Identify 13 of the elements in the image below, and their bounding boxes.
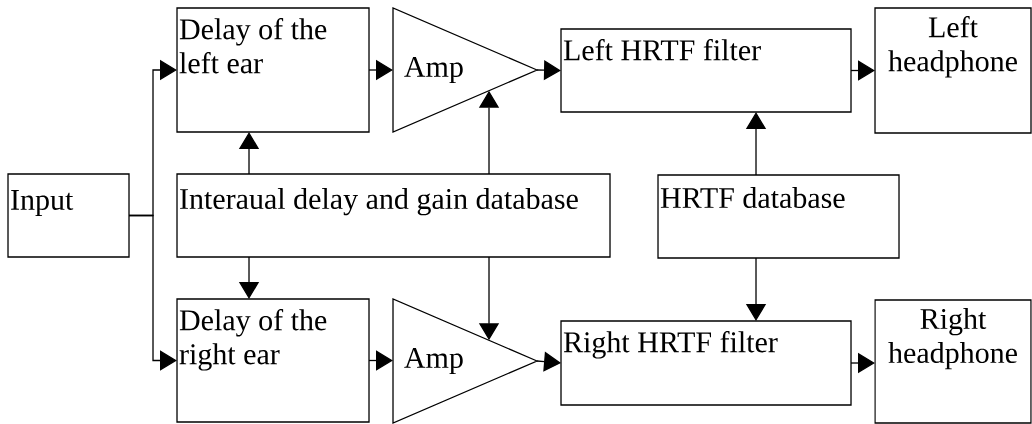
arrow (368, 350, 393, 371)
arrow (536, 351, 561, 372)
process-box: Delay of the left ear (176, 7, 370, 133)
process-box: Interaual delay and gain database (176, 173, 611, 258)
process-box: Right HRTF filter (560, 320, 852, 406)
arrow (128, 214, 177, 371)
process-box: Input (7, 173, 130, 258)
process-box: Left HRTF filter (560, 28, 852, 113)
process-box: HRTF database (657, 174, 900, 259)
process-box: Left headphone (874, 7, 1032, 134)
process-box: Delay of the right ear (176, 298, 370, 423)
process-box: Right headphone (874, 299, 1032, 424)
arrow (850, 60, 875, 81)
